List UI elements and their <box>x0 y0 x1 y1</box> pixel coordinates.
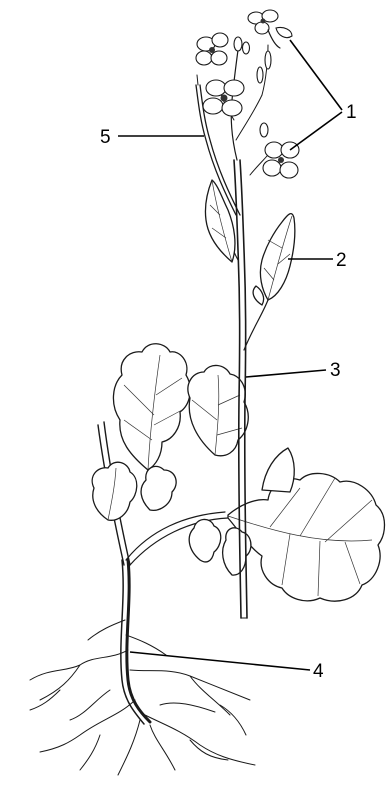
label-2: 2 <box>336 250 347 271</box>
flower-top-right <box>248 10 292 48</box>
label-3-callout: 3 <box>246 360 341 381</box>
upper-branch-left <box>205 180 238 262</box>
flower-center <box>203 80 244 116</box>
label-4-callout: 4 <box>130 652 324 682</box>
basal-leaf-right <box>228 448 385 601</box>
basal-leaf-left <box>113 344 190 470</box>
root-system <box>30 560 255 775</box>
label-4: 4 <box>313 661 324 682</box>
label-5-callout: 5 <box>100 127 204 148</box>
label-3: 3 <box>330 360 341 381</box>
label-1: 1 <box>346 102 357 123</box>
branch-to-upper-leaf <box>244 300 268 350</box>
label-2-callout: 2 <box>288 250 347 271</box>
label-5: 5 <box>100 127 111 148</box>
label-1-callout: 1 <box>290 40 357 150</box>
flower-top-left <box>196 33 228 65</box>
